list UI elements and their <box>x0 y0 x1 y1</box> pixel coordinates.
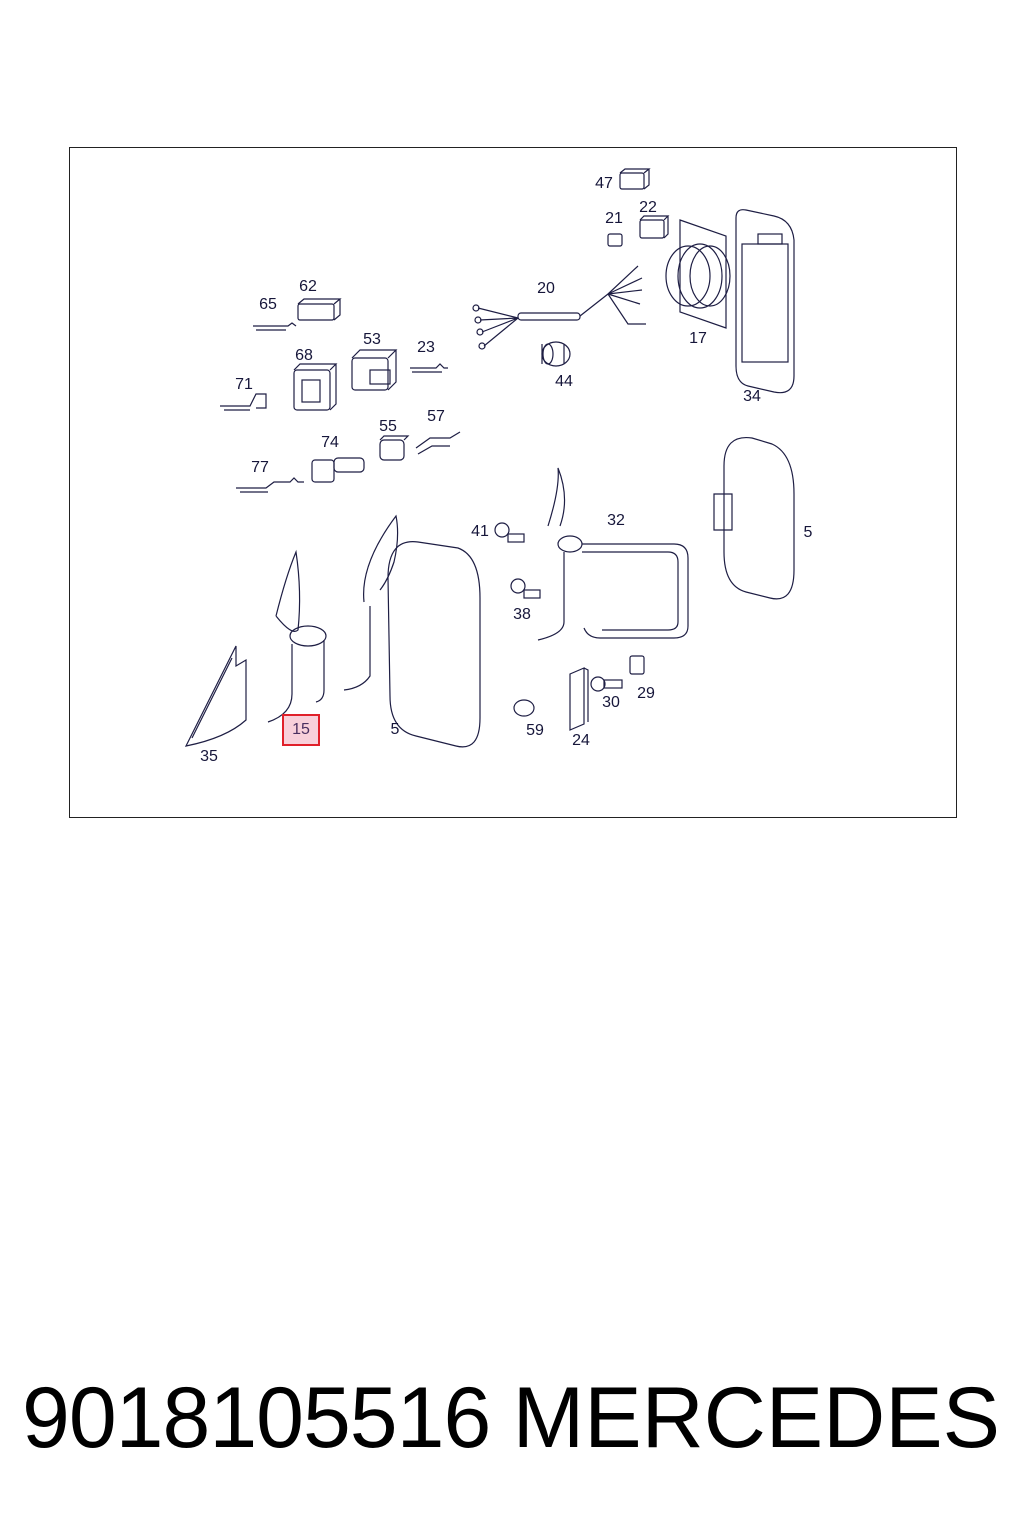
callout-label-77: 77 <box>251 459 269 476</box>
part-41-38-drawing <box>494 522 541 599</box>
part-68-drawing <box>293 363 338 411</box>
part-20-harness-drawing <box>472 265 646 350</box>
callout-label-55: 55 <box>379 418 397 435</box>
callout-label-21: 21 <box>605 210 623 227</box>
callout-label-71: 71 <box>235 376 253 393</box>
part-47-drawing <box>619 168 651 190</box>
callout-label-68: 68 <box>295 347 313 364</box>
part-17-motor-drawing <box>665 219 731 329</box>
part-71-drawing <box>220 393 267 411</box>
callout-label-41: 41 <box>471 523 489 540</box>
callout-label-38: 38 <box>513 606 531 623</box>
callout-label-20: 20 <box>537 280 555 297</box>
part-5-left-housing-drawing <box>343 514 481 748</box>
part-15-bracket-drawing <box>267 549 327 723</box>
part-74-77-drawing <box>236 457 365 493</box>
callout-label-74: 74 <box>321 434 339 451</box>
part-5-right-housing-drawing <box>713 436 795 600</box>
callout-label-30: 30 <box>602 694 620 711</box>
footer: 9018105516 MERCEDES <box>0 1370 1024 1480</box>
callout-label-17: 17 <box>689 330 707 347</box>
callout-label-53: 53 <box>363 331 381 348</box>
callout-label-23: 23 <box>417 339 435 356</box>
callout-label-29: 29 <box>637 685 655 702</box>
part-35-cover-drawing <box>184 645 247 747</box>
part-44-drawing <box>541 341 571 367</box>
brand-name: MERCEDES <box>512 1370 1000 1466</box>
callout-label-15-highlighted[interactable]: 15 <box>282 714 320 746</box>
callout-label-34: 34 <box>743 388 761 405</box>
part-21-22-drawing <box>607 215 670 247</box>
callout-label-32: 32 <box>607 512 625 529</box>
callout-label-57: 57 <box>427 408 445 425</box>
callout-label-22: 22 <box>639 199 657 216</box>
part-34-glass-drawing <box>735 209 795 394</box>
callout-label-47: 47 <box>595 175 613 192</box>
part-number: 9018105516 <box>22 1370 491 1466</box>
callout-label-5a: 5 <box>803 524 813 541</box>
part-23-drawing <box>410 363 448 373</box>
callout-label-62: 62 <box>299 278 317 295</box>
part-62-65-drawing <box>253 298 342 331</box>
parts-diagram-frame: 47 21 22 62 65 20 17 34 53 23 68 44 71 55 57 74 77 41 32 5 3… <box>69 147 957 818</box>
callout-label-44: 44 <box>555 373 573 390</box>
part-32-arm-drawing <box>537 467 689 641</box>
callout-label-24: 24 <box>572 732 590 749</box>
callout-label-35: 35 <box>200 748 218 765</box>
part-55-57-drawing <box>379 431 461 461</box>
part-53-drawing <box>351 349 398 391</box>
parts-diagram-drawing <box>184 168 795 748</box>
callout-label-5b: 5 <box>390 721 400 738</box>
callout-label-65: 65 <box>259 296 277 313</box>
part-24-29-30-59-drawing <box>513 655 645 731</box>
callout-label-59: 59 <box>526 722 544 739</box>
